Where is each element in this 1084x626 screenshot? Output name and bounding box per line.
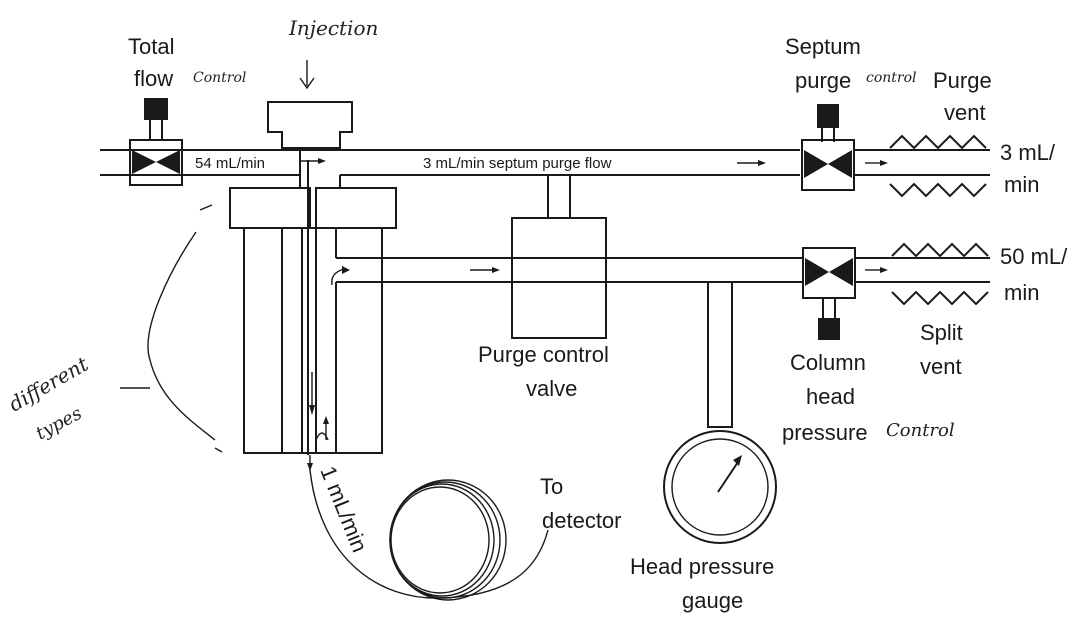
septum-flow-label: 3 mL/min septum purge flow <box>423 155 612 172</box>
head-gauge-label-1: Head pressure <box>630 554 774 579</box>
column-head-label-1: Column <box>790 350 866 375</box>
split-gas-line <box>300 158 990 286</box>
purge-vent-label-1: Purge <box>933 68 992 93</box>
head-pressure-gauge <box>663 281 777 544</box>
column-coil <box>309 469 549 601</box>
to-detector-label-2: detector <box>542 508 622 533</box>
split-vent-zigzag <box>891 242 989 306</box>
flow-3-label-2: min <box>1004 172 1039 197</box>
injector-body <box>229 101 397 471</box>
purge-valve-label-2: valve <box>526 376 577 401</box>
split-vent-label-2: vent <box>920 354 962 379</box>
split-vent-label-1: Split <box>920 320 963 345</box>
purge-control-valve <box>511 175 607 339</box>
flow-3-label-1: 3 mL/ <box>1000 140 1056 165</box>
septum-purge-label-2: purge <box>795 68 851 93</box>
column-head-label-3: pressure <box>782 420 868 445</box>
control-column-label: Control <box>886 420 955 441</box>
flow-50-label-2: min <box>1004 280 1039 305</box>
purge-valve-label-1: Purge control <box>478 342 609 367</box>
control-total-label: Control <box>193 70 246 86</box>
handwritten-annotations <box>120 60 315 453</box>
different-label-1: different <box>5 351 94 416</box>
septum-purge-label-1: Septum <box>785 34 861 59</box>
head-gauge-label-2: gauge <box>682 588 743 613</box>
flow-1-label: 1 mL/min <box>315 463 372 556</box>
to-detector-label-1: To <box>540 474 563 499</box>
septum-purge-valve <box>801 104 855 191</box>
flow-50-label-1: 50 mL/ <box>1000 244 1068 269</box>
total-flow-label-2: flow <box>134 66 173 91</box>
purge-vent-label-2: vent <box>944 100 986 125</box>
different-label-2: types <box>32 403 85 444</box>
injection-label: Injection <box>288 16 378 40</box>
flow-54-label: 54 mL/min <box>195 155 265 172</box>
total-flow-label-1: Total <box>128 34 174 59</box>
column-head-valve <box>802 247 856 340</box>
control-septum-label: control <box>866 70 917 86</box>
column-head-label-2: head <box>806 384 855 409</box>
total-flow-valve <box>129 98 183 186</box>
purge-vent-zigzag <box>865 134 987 198</box>
